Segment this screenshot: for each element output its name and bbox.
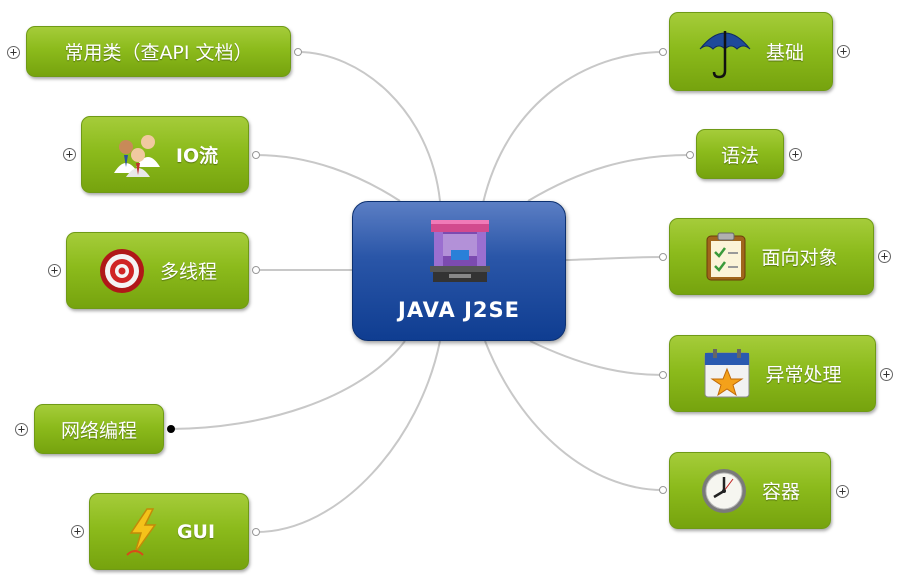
expand-button[interactable]: + bbox=[48, 264, 61, 277]
topic-label: 容器 bbox=[761, 481, 800, 503]
link-basics bbox=[482, 51, 664, 204]
connector-dot bbox=[294, 48, 302, 56]
connector-dot bbox=[659, 486, 667, 494]
expand-button[interactable]: + bbox=[878, 250, 891, 263]
link-gui bbox=[255, 340, 441, 533]
expand-button[interactable]: + bbox=[789, 148, 802, 161]
topic-label: 多线程 bbox=[159, 261, 217, 283]
connector-dot bbox=[659, 253, 667, 261]
umbrella-icon bbox=[698, 25, 752, 79]
expand-button[interactable]: + bbox=[71, 525, 84, 538]
link-io bbox=[255, 154, 401, 202]
topic-io[interactable]: IO流 bbox=[81, 116, 249, 193]
topic-container[interactable]: 容器 bbox=[669, 452, 831, 529]
topic-changyonglei[interactable]: 常用类（查API 文档） bbox=[26, 26, 291, 77]
expand-button[interactable]: + bbox=[836, 485, 849, 498]
link-exception bbox=[529, 340, 664, 376]
connector-dot bbox=[659, 48, 667, 56]
calendar-star-icon bbox=[703, 348, 751, 399]
topic-thread[interactable]: 多线程 bbox=[66, 232, 249, 309]
link-oop bbox=[565, 256, 664, 261]
connector-dot bbox=[252, 151, 260, 159]
topic-syntax[interactable]: 语法 bbox=[696, 129, 784, 179]
topic-label: GUI bbox=[176, 520, 216, 543]
clipboard-check-icon bbox=[705, 232, 747, 282]
connector-dot bbox=[252, 266, 260, 274]
central-topic[interactable]: JAVA J2SE bbox=[352, 201, 566, 341]
topic-label: IO流 bbox=[175, 145, 219, 167]
topic-label: 语法 bbox=[720, 144, 759, 167]
expand-button[interactable]: + bbox=[7, 46, 20, 59]
expand-button[interactable]: + bbox=[63, 148, 76, 161]
topic-basics[interactable]: 基础 bbox=[669, 12, 833, 91]
connector-dot bbox=[252, 528, 260, 536]
link-syntax bbox=[527, 154, 691, 202]
topic-gui[interactable]: GUI bbox=[89, 493, 249, 570]
connector-dot bbox=[659, 371, 667, 379]
topic-label: 基础 bbox=[765, 42, 804, 64]
clock-icon bbox=[700, 467, 748, 515]
topic-label: 常用类（查API 文档） bbox=[64, 42, 253, 64]
kiosk-icon bbox=[425, 216, 495, 286]
connector-dot-selected bbox=[167, 425, 175, 433]
topic-label: 异常处理 bbox=[765, 364, 842, 386]
lightning-icon bbox=[123, 507, 163, 557]
link-network bbox=[169, 340, 406, 430]
topic-label: 网络编程 bbox=[60, 419, 137, 442]
target-icon bbox=[98, 247, 146, 295]
topic-oop[interactable]: 面向对象 bbox=[669, 218, 874, 295]
central-topic-label: JAVA J2SE bbox=[398, 298, 520, 322]
expand-button[interactable]: + bbox=[880, 368, 893, 381]
topic-network[interactable]: 网络编程 bbox=[34, 404, 164, 454]
expand-button[interactable]: + bbox=[15, 423, 28, 436]
topic-label: 面向对象 bbox=[761, 247, 838, 269]
people-icon bbox=[112, 133, 162, 177]
link-changyonglei bbox=[297, 51, 441, 202]
topic-exception[interactable]: 异常处理 bbox=[669, 335, 876, 412]
expand-button[interactable]: + bbox=[837, 45, 850, 58]
connector-dot bbox=[686, 151, 694, 159]
link-container bbox=[484, 340, 664, 491]
